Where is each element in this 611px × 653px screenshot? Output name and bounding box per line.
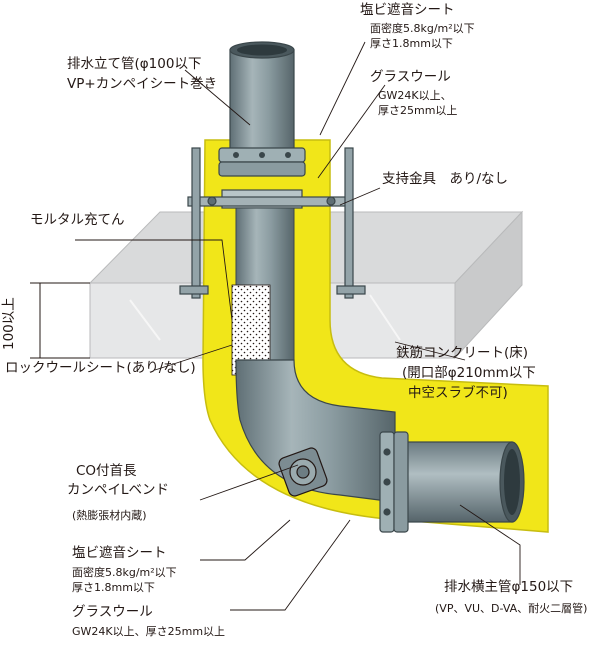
height-label: 100以上 bbox=[1, 297, 17, 350]
rockwool-label: ロックウールシート(あり/なし) bbox=[5, 360, 196, 376]
pvc-sheet-bottom-density: 面密度5.8kg/m²以下 bbox=[72, 566, 177, 579]
bend-label-1: CO付首長 bbox=[76, 463, 137, 479]
vertical-flange bbox=[218, 147, 306, 177]
stack-pipe-label: 排水立て管(φ100以下 bbox=[67, 56, 202, 72]
concrete-label-1: 鉄筋コンクリート(床) bbox=[396, 345, 529, 361]
glass-wool-top-grade: GW24K以上、 bbox=[378, 89, 452, 102]
support-label: 支持金具 あり/なし bbox=[382, 171, 509, 187]
horizontal-pipe bbox=[399, 441, 525, 523]
main-pipe-materials: (VP、VU、D-VA、耐火二層管) bbox=[435, 602, 588, 615]
pvc-sheet-top-thickness: 厚さ1.8mm以下 bbox=[370, 37, 453, 50]
pvc-sheet-top-density: 面密度5.8kg/m²以下 bbox=[370, 22, 475, 35]
stack-pipe-label-2: VP+カンペイシート巻き bbox=[67, 76, 218, 92]
pvc-sheet-top-title: 塩ビ遮音シート bbox=[360, 2, 455, 18]
glass-wool-top-title: グラスウール bbox=[370, 69, 451, 85]
concrete-label-2: (開口部φ210mm以下 bbox=[402, 365, 536, 381]
bend-label-2: カンペイLベンド bbox=[67, 482, 170, 498]
glass-wool-bottom-spec: GW24K以上、厚さ25mm以上 bbox=[72, 625, 226, 638]
leader-lines bbox=[75, 41, 521, 611]
horizontal-flange bbox=[379, 431, 409, 533]
bend-label-3: (熱膨張材内蔵) bbox=[72, 509, 147, 522]
concrete-label-3: 中空スラブ不可) bbox=[408, 385, 508, 401]
support-bracket bbox=[179, 147, 366, 299]
mortar-label: モルタル充てん bbox=[30, 212, 125, 228]
main-pipe-label: 排水横主管φ150以下 bbox=[444, 579, 574, 595]
glass-wool-top-thickness: 厚さ25mm以上 bbox=[378, 104, 458, 117]
vertical-pipe bbox=[229, 41, 295, 166]
height-dimension bbox=[30, 282, 90, 359]
pvc-sheet-bottom-title: 塩ビ遮音シート bbox=[72, 545, 167, 561]
glass-wool-bottom-title: グラスウール bbox=[72, 604, 153, 620]
pvc-sheet-bottom-thickness: 厚さ1.8mm以下 bbox=[72, 581, 155, 594]
